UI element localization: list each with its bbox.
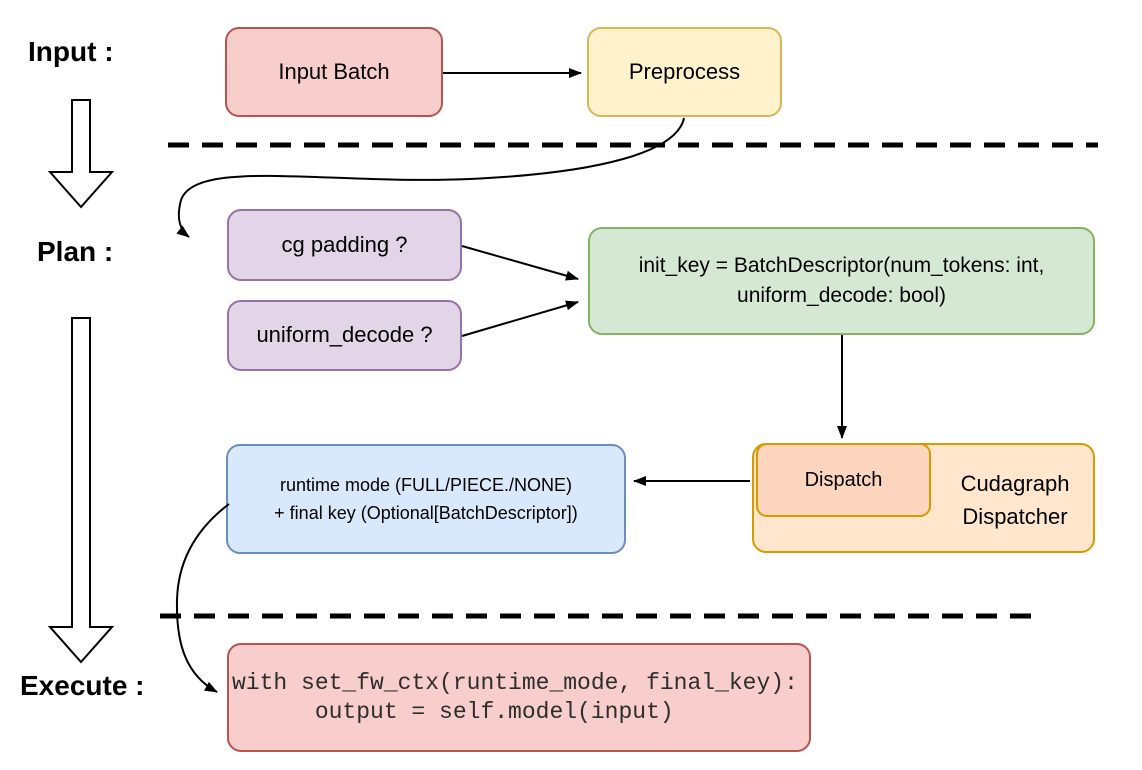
cudagraph-dispatcher-label: Cudagraph Dispatcher [933, 445, 1097, 555]
node-uniform-decode: uniform_decode ? [227, 300, 462, 371]
edge-cg-padding-to-init-key [461, 245, 579, 281]
exec-code-line2: output = self.model(input) [232, 698, 674, 725]
cudagraph-label-line1: Cudagraph [960, 471, 1070, 496]
phase-label-plan: Plan : [37, 236, 114, 267]
node-execute-code: with set_fw_ctx(runtime_mode, final_key)… [227, 643, 811, 752]
edge-uniform-decode-to-init-key [461, 300, 579, 337]
node-cg-padding: cg padding ? [227, 209, 462, 281]
node-runtime-mode-line2: + final key (Optional[BatchDescriptor]) [274, 503, 578, 523]
hollow-arrow-input-to-plan [47, 99, 115, 209]
node-preprocess-label: Preprocess [628, 58, 741, 84]
exec-code-line1: with set_fw_ctx(runtime_mode, final_key)… [232, 669, 798, 696]
edge-runtime-mode-to-exec-code [175, 503, 230, 693]
node-input-batch-label: Input Batch [278, 58, 390, 84]
node-cg-padding-label: cg padding ? [281, 231, 408, 257]
phase-label-input: Input : [28, 36, 114, 67]
node-init-key-line1: init_key = BatchDescriptor(num_tokens: i… [638, 254, 1045, 277]
node-input-batch: Input Batch [225, 27, 443, 117]
cudagraph-label-line2: Dispatcher [962, 504, 1068, 529]
phase-label-execute: Execute : [20, 670, 145, 701]
node-preprocess: Preprocess [587, 27, 782, 117]
node-init-key: init_key = BatchDescriptor(num_tokens: i… [588, 227, 1095, 335]
hollow-arrow-plan-to-execute [47, 317, 115, 664]
node-init-key-line2: uniform_decode: bool) [737, 284, 946, 307]
node-dispatch: Dispatch [756, 443, 931, 517]
node-dispatch-label: Dispatch [804, 469, 883, 491]
node-uniform-decode-label: uniform_decode ? [256, 322, 433, 348]
node-runtime-mode-line1: runtime mode (FULL/PIECE./NONE) [279, 475, 573, 495]
node-runtime-mode: runtime mode (FULL/PIECE./NONE) + final … [226, 444, 626, 554]
